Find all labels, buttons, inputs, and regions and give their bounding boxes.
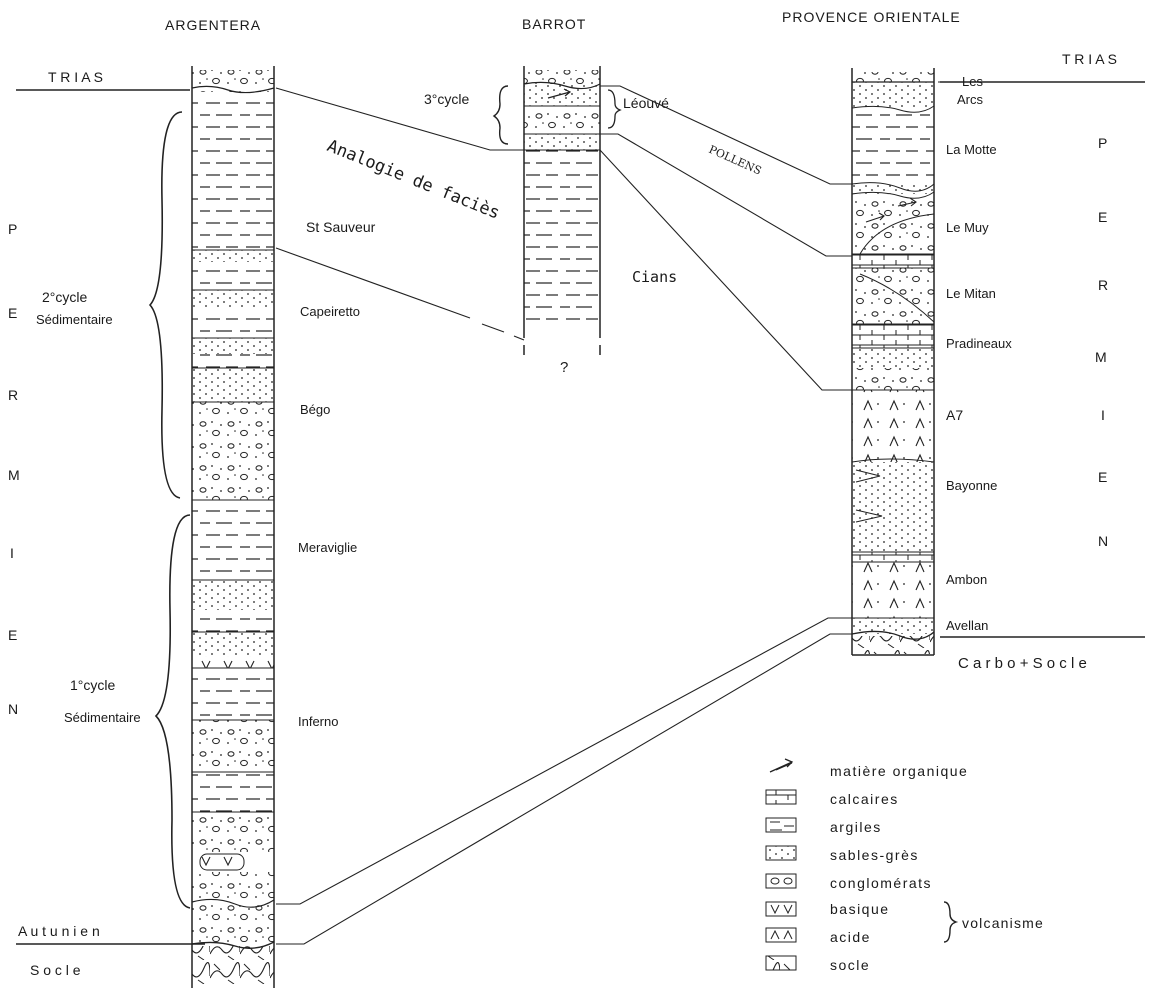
- third-cycle-brace: [492, 85, 509, 145]
- unit-pradineaux: Pradineaux: [946, 336, 1012, 351]
- legend-label: acide: [830, 929, 871, 945]
- unknown-base-mark: ?: [560, 359, 568, 376]
- permien-letter: R: [8, 387, 18, 403]
- second-cycle-brace: [148, 111, 183, 499]
- unit-bayonne: Bayonne: [946, 478, 997, 493]
- legend-label: socle: [830, 957, 870, 973]
- unit-st-sauveur: St Sauveur: [306, 219, 376, 235]
- legend-label: basique: [830, 901, 890, 917]
- second-cycle-label: Sédimentaire: [36, 312, 113, 327]
- unit-cians: Cians: [632, 268, 677, 286]
- permien-letter: P: [8, 221, 17, 237]
- unit-meraviglie: Meraviglie: [298, 540, 357, 555]
- permien-letter: I: [1101, 407, 1105, 423]
- legend-label: matière organique: [830, 763, 968, 779]
- argentera-column: [191, 66, 275, 988]
- legend-label: calcaires: [830, 791, 899, 807]
- basement-icon: [765, 955, 797, 971]
- permien-letter: P: [1098, 135, 1107, 151]
- unit-la-motte: La Motte: [946, 142, 997, 157]
- legend-label: conglomérats: [830, 875, 932, 891]
- sandstone-icon: [765, 845, 797, 861]
- unit-bego: Bégo: [300, 402, 330, 417]
- second-cycle-label: 2°cycle: [42, 289, 87, 305]
- permien-letter: N: [1098, 533, 1108, 549]
- unit-ambon: Ambon: [946, 572, 987, 587]
- permien-letter: E: [1098, 209, 1107, 225]
- legend-group-label: volcanisme: [962, 915, 1044, 931]
- permien-letters-right: P E R M I E N: [1095, 135, 1108, 549]
- unit-les-arcs: Les: [962, 74, 983, 89]
- legend-label: argiles: [830, 819, 882, 835]
- unit-avellan: Avellan: [946, 618, 988, 633]
- column-header-barrot: BARROT: [522, 16, 586, 32]
- socle-label: S o c l e: [30, 962, 81, 978]
- organic-matter-icon: [547, 88, 572, 99]
- carbo-socle-label: C a r b o + S o c l e: [958, 655, 1087, 672]
- unit-leouve: Léouvé: [623, 95, 669, 111]
- autunien-label: A u t u n i e n: [18, 923, 100, 939]
- acid-volcanic-icon: [765, 927, 797, 943]
- unit-le-muy: Le Muy: [946, 220, 989, 235]
- unit-le-mitan: Le Mitan: [946, 286, 996, 301]
- trias-label-right: T R I A S: [1062, 51, 1117, 67]
- leouve-brace: [607, 89, 622, 129]
- basic-volcanic-icon: [765, 901, 797, 917]
- first-cycle-brace: [154, 514, 191, 909]
- column-header-argentera: ARGENTERA: [165, 17, 261, 33]
- correlation-lines: [275, 85, 852, 945]
- permien-letter: E: [8, 305, 17, 321]
- unit-les-arcs: Arcs: [957, 92, 984, 107]
- third-cycle-label: 3°cycle: [424, 91, 469, 107]
- unit-a7: A7: [946, 407, 963, 423]
- permien-letter: M: [8, 467, 20, 483]
- provence-orientale-column: [851, 68, 935, 656]
- facies-analogy-annotation: Analogie de faciès: [324, 136, 502, 224]
- permien-letter: I: [10, 545, 14, 561]
- legend-label: sables-grès: [830, 847, 919, 863]
- permien-letters-left: P E R M I E N: [8, 221, 20, 717]
- permien-letter: E: [8, 627, 17, 643]
- organic-matter-icon: [769, 758, 794, 773]
- permien-letter: E: [1098, 469, 1107, 485]
- first-cycle-label: Sédimentaire: [64, 710, 141, 725]
- limestone-icon: [765, 789, 797, 805]
- permien-letter: N: [8, 701, 18, 717]
- legend: matière organique calcaires argiles sabl…: [765, 758, 1044, 973]
- first-cycle-label: 1°cycle: [70, 677, 115, 693]
- unit-inferno: Inferno: [298, 714, 338, 729]
- permien-letter: R: [1098, 277, 1108, 293]
- trias-label-left: T R I A S: [48, 69, 103, 85]
- unit-capeiretto: Capeiretto: [300, 304, 360, 319]
- pollens-annotation: POLLENS: [707, 143, 764, 178]
- permien-letter: M: [1095, 349, 1107, 365]
- column-header-provence: PROVENCE ORIENTALE: [782, 9, 961, 25]
- conglomerate-icon: [765, 873, 797, 889]
- volcanism-brace: [943, 901, 959, 943]
- barrot-column: [523, 66, 601, 355]
